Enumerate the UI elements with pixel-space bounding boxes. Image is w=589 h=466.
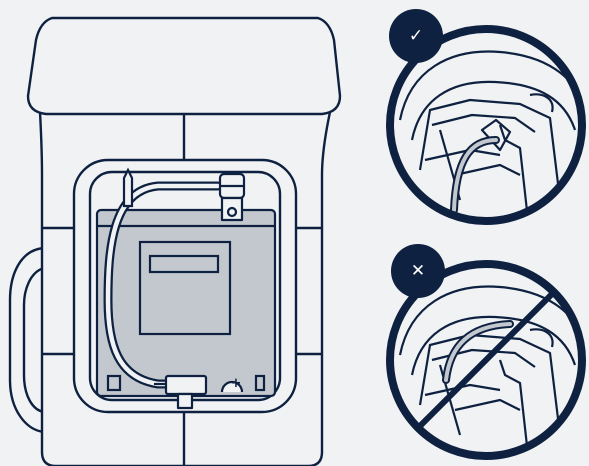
device-lid — [26, 16, 342, 116]
badge-incorrect — [391, 244, 445, 298]
valve-connector — [218, 172, 246, 222]
battery-terminal-right — [254, 374, 266, 392]
badge-correct — [389, 9, 443, 63]
valve-port — [226, 206, 238, 218]
probe-pin — [122, 167, 134, 208]
battery-plus-symbol: + — [231, 376, 242, 391]
device-side-handle — [8, 246, 46, 434]
battery-terminal-left — [106, 374, 122, 392]
battery-terminal-plus-cap — [220, 380, 244, 393]
detail-correct — [386, 25, 586, 225]
device-side-handle-inner — [22, 266, 45, 414]
detail-incorrect — [386, 260, 586, 460]
battery — [95, 208, 277, 398]
battery-label-strip — [148, 254, 220, 274]
detail-incorrect-strike — [415, 289, 557, 431]
t-connector — [154, 374, 208, 410]
